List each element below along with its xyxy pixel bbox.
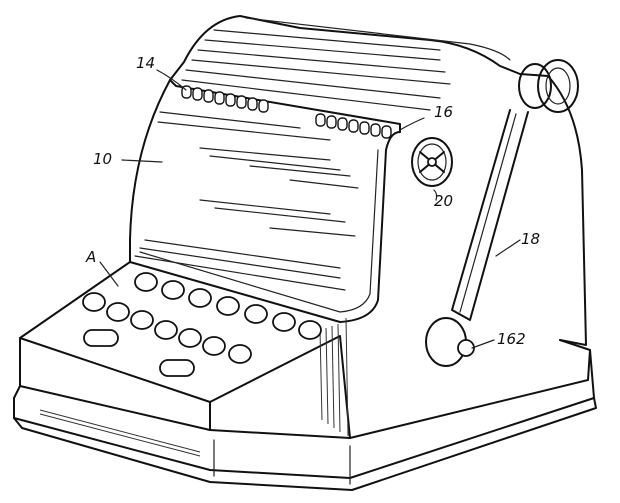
- ref-label-162: 162: [497, 330, 526, 348]
- ref-label-18: 18: [521, 230, 540, 248]
- crank-handle: [425, 59, 579, 367]
- housing-body: [19, 15, 587, 439]
- display-window-left: [181, 85, 269, 113]
- wing-nut: [411, 137, 453, 187]
- display-window-right: [315, 113, 392, 139]
- ref-label-A: A: [85, 248, 96, 266]
- keyboard: [82, 272, 322, 377]
- leader-lines: [99, 69, 521, 349]
- ref-label-20: 20: [434, 192, 453, 210]
- ref-label-14: 14: [136, 54, 155, 72]
- base-plate: [13, 339, 597, 491]
- ref-label-16: 16: [434, 103, 453, 121]
- front-panel-lines: [134, 111, 359, 291]
- ref-label-10: 10: [93, 150, 112, 168]
